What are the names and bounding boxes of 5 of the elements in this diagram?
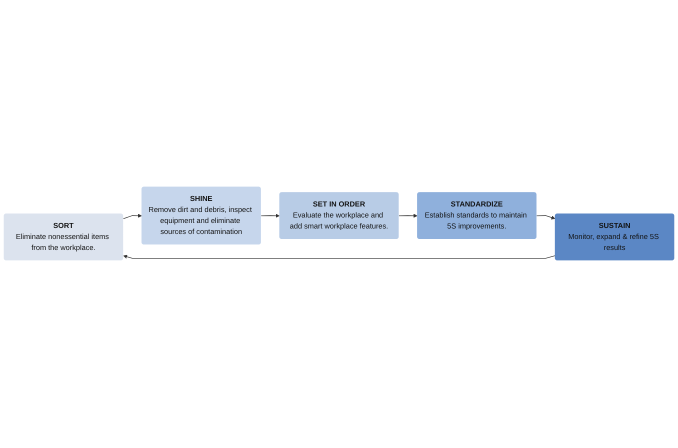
arrow [536, 216, 556, 220]
arrow [123, 214, 142, 220]
arrow [260, 214, 280, 218]
arrow [123, 255, 556, 260]
arrow [398, 214, 418, 218]
